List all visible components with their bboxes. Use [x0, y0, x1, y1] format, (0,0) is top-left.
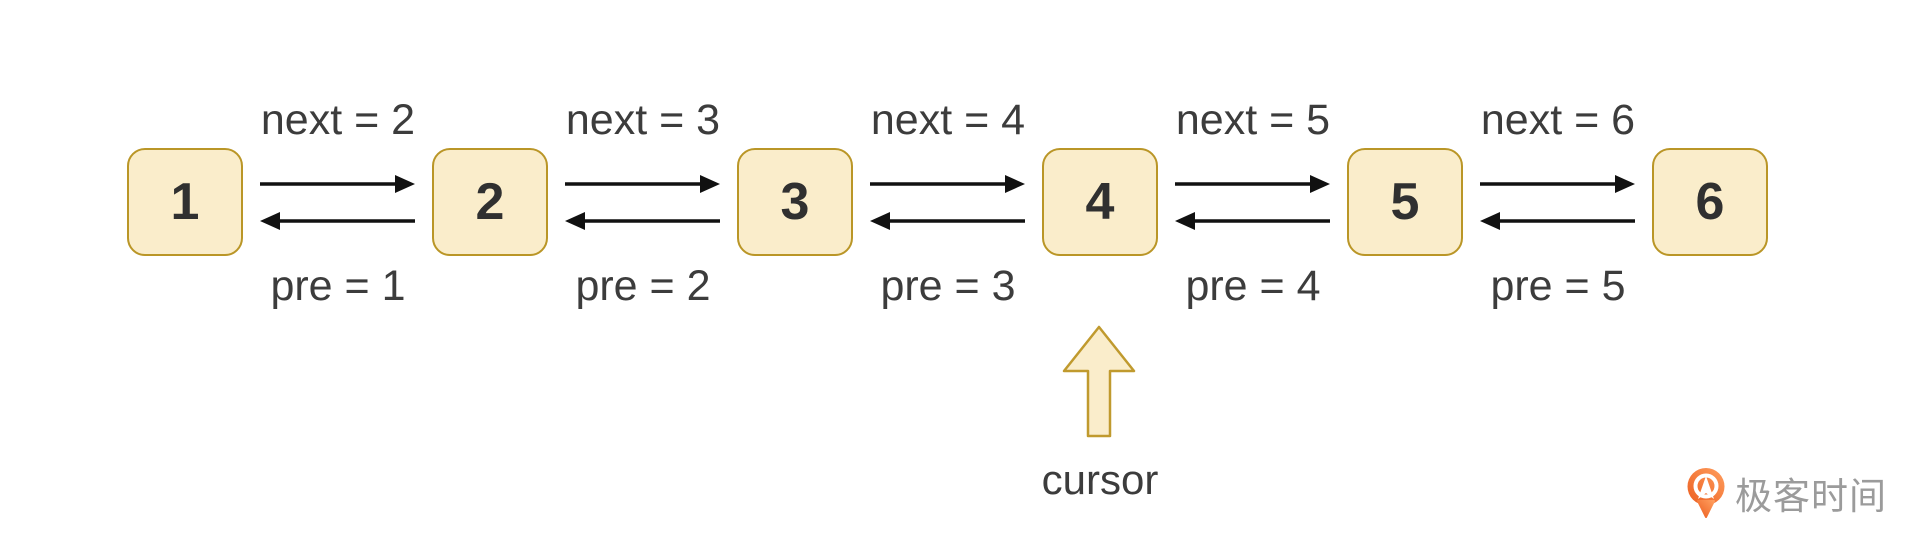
- next-arrow: [260, 175, 415, 193]
- prev-arrow: [260, 212, 415, 230]
- pre-pointer-label: pre = 5: [1490, 262, 1626, 310]
- next-arrow: [870, 175, 1025, 193]
- cursor-arrow-icon: [1062, 325, 1136, 438]
- list-node-6: 6: [1652, 148, 1768, 256]
- next-pointer-label: next = 4: [870, 96, 1026, 144]
- geektime-brand-text: 极客时间: [1735, 476, 1887, 517]
- link-arrows-4-5: [1158, 148, 1347, 256]
- pre-pointer-label: pre = 4: [1185, 262, 1321, 310]
- pre-pointer-label: pre = 1: [270, 262, 406, 310]
- list-node-1: 1: [127, 148, 243, 256]
- geektime-logo: 极客时间: [1686, 466, 1887, 520]
- list-node-5: 5: [1347, 148, 1463, 256]
- list-node-4: 4: [1042, 148, 1158, 256]
- pre-pointer-label: pre = 2: [575, 262, 711, 310]
- prev-arrow: [1175, 212, 1330, 230]
- pre-pointer-label: pre = 3: [880, 262, 1016, 310]
- next-pointer-label: next = 2: [260, 96, 416, 144]
- link-arrows-5-6: [1463, 148, 1652, 256]
- prev-arrow: [565, 212, 720, 230]
- next-pointer-label: next = 6: [1480, 96, 1636, 144]
- list-node-3: 3: [737, 148, 853, 256]
- link-arrows-2-3: [548, 148, 737, 256]
- cursor-label: cursor: [1041, 456, 1159, 503]
- next-arrow: [565, 175, 720, 193]
- link-arrows-3-4: [853, 148, 1042, 256]
- next-arrow: [1480, 175, 1635, 193]
- prev-arrow: [870, 212, 1025, 230]
- next-arrow: [1175, 175, 1330, 193]
- next-pointer-label: next = 5: [1175, 96, 1331, 144]
- list-node-2: 2: [432, 148, 548, 256]
- prev-arrow: [1480, 212, 1635, 230]
- geektime-pin-icon: [1687, 468, 1725, 518]
- next-pointer-label: next = 3: [565, 96, 721, 144]
- link-arrows-1-2: [243, 148, 432, 256]
